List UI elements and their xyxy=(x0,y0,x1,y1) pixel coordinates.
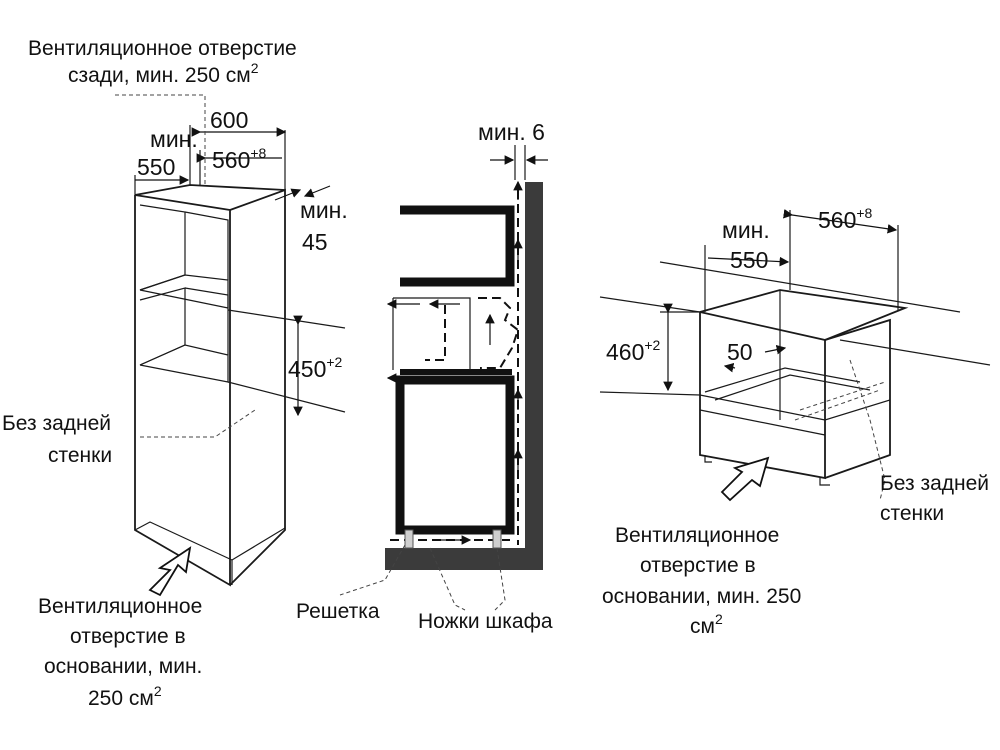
vent-base-left-line4: 250 см2 xyxy=(88,683,162,710)
vent-base-left-line2: отверстие в xyxy=(70,625,186,648)
dim-left-min45-value: 45 xyxy=(302,229,328,255)
vent-base-right-line1: Вентиляционное xyxy=(615,524,779,547)
dim-right-50: 50 xyxy=(727,339,753,365)
vent-base-right-line3: основании, мин. 250 xyxy=(602,585,801,608)
dim-right-min-label: мин. xyxy=(722,217,770,243)
vent-back-label-line2: сзади, мин. 250 см2 xyxy=(68,60,259,87)
vent-base-right-line2: отверстие в xyxy=(640,554,756,577)
grille-label: Решетка xyxy=(296,600,380,623)
no-back-wall-left-line2: стенки xyxy=(48,444,112,467)
dim-right-550: 550 xyxy=(730,247,768,273)
vent-base-left-line3: основании, мин. xyxy=(44,655,202,678)
dim-left-560: 560+8 xyxy=(212,145,267,173)
no-back-wall-left-line1: Без задней xyxy=(2,412,111,435)
dim-mid-min6: мин. 6 xyxy=(478,119,545,145)
vent-base-left-line1: Вентиляционное xyxy=(38,595,202,618)
dim-left-600: 600 xyxy=(210,107,248,133)
dim-right-460: 460+2 xyxy=(606,337,661,365)
dim-left-450: 450+2 xyxy=(288,354,343,382)
vent-base-right-line4: см2 xyxy=(690,611,723,638)
dim-left-min45-label: мин. xyxy=(300,197,348,223)
dim-left-550: 550 xyxy=(137,154,175,180)
vent-back-label-line1: Вентиляционное отверстие xyxy=(28,37,297,60)
base-niche-drawing xyxy=(599,209,991,502)
dim-left-min-label: мин. xyxy=(150,126,198,152)
cross-section-drawing xyxy=(339,145,548,611)
no-back-wall-right-line2: стенки xyxy=(880,502,944,525)
dim-right-560: 560+8 xyxy=(818,205,873,233)
no-back-wall-right-line1: Без задней xyxy=(880,472,989,495)
cabinet-legs-label: Ножки шкафа xyxy=(418,610,553,633)
tall-cabinet-drawing xyxy=(115,94,346,597)
